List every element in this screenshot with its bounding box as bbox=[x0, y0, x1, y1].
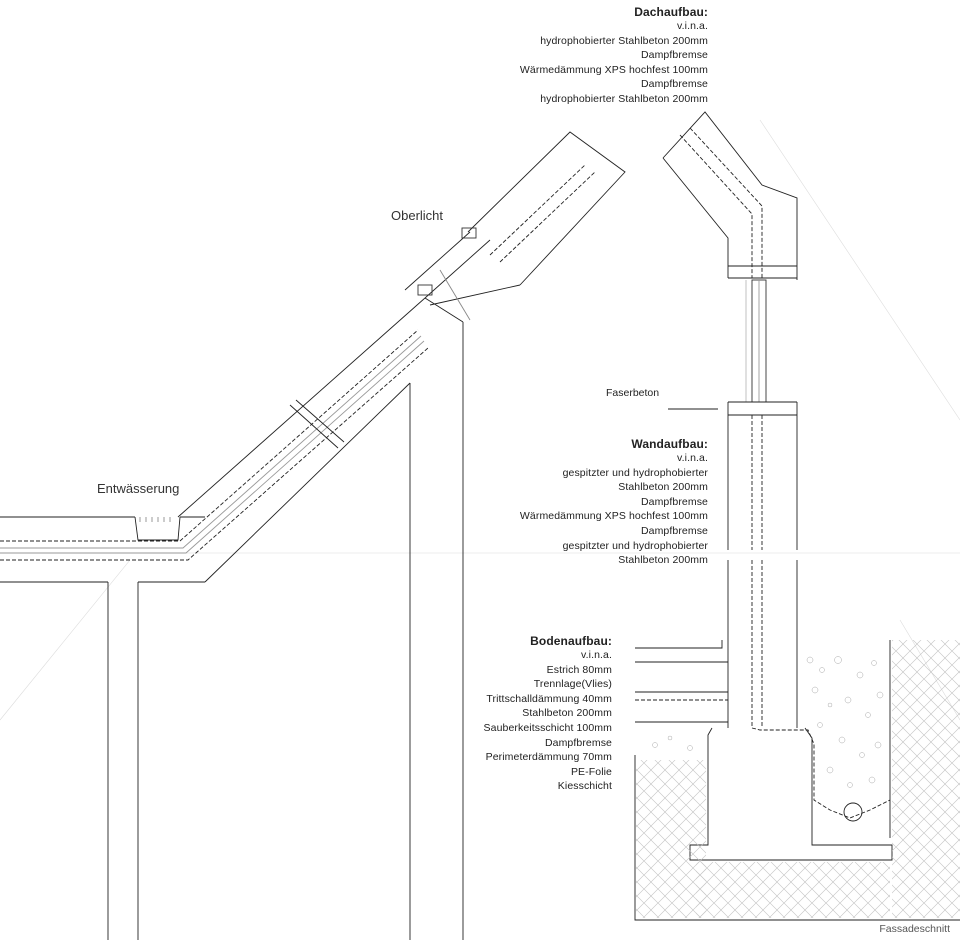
faserbeton-label: Faserbeton bbox=[606, 387, 660, 399]
bodenaufbau-title: Bodenaufbau: bbox=[530, 634, 612, 648]
wandaufbau-line: gespitzter und hydrophobierter bbox=[562, 539, 708, 552]
bodenaufbau-block: Bodenaufbau: v.i.n.a. Estrich 80mm Trenn… bbox=[484, 634, 612, 794]
bodenaufbau-line: PE-Folie bbox=[570, 765, 612, 778]
left-roof-section bbox=[0, 131, 626, 940]
dachaufbau-line: Dampfbremse bbox=[640, 49, 708, 62]
wandaufbau-line: Stahlbeton 200mm bbox=[618, 554, 708, 567]
bodenaufbau-line: Perimeterdämmung 70mm bbox=[485, 751, 612, 764]
dachaufbau-line: hydrophobierter Stahlbeton 200mm bbox=[540, 34, 708, 47]
wandaufbau-line: Dampfbremse bbox=[640, 524, 708, 537]
bodenaufbau-line: Dampfbremse bbox=[544, 736, 612, 749]
right-wall-section bbox=[634, 111, 960, 921]
dachaufbau-title: Dachaufbau: bbox=[634, 5, 708, 19]
dachaufbau-line: Dampfbremse bbox=[640, 78, 708, 91]
wandaufbau-line: Stahlbeton 200mm bbox=[618, 481, 708, 494]
dachaufbau-block: Dachaufbau: v.i.n.a. hydrophobierter Sta… bbox=[520, 5, 708, 107]
bodenaufbau-line: Estrich 80mm bbox=[546, 663, 612, 676]
gravel-fill bbox=[652, 656, 884, 788]
wandaufbau-line: v.i.n.a. bbox=[677, 452, 708, 464]
dachaufbau-line: hydrophobierter Stahlbeton 200mm bbox=[540, 92, 708, 105]
bodenaufbau-line: Sauberkeitsschicht 100mm bbox=[483, 721, 612, 734]
bodenaufbau-line: Kiesschicht bbox=[557, 780, 612, 793]
wandaufbau-block: Wandaufbau: v.i.n.a. gespitzter und hydr… bbox=[520, 437, 708, 568]
wandaufbau-line: Wärmedämmung XPS hochfest 100mm bbox=[519, 510, 708, 523]
caption-label: Fassadeschnitt bbox=[879, 923, 950, 935]
bodenaufbau-line: Stahlbeton 200mm bbox=[522, 707, 612, 720]
construction-lines bbox=[0, 119, 960, 721]
soil-hatch bbox=[636, 640, 960, 918]
bodenaufbau-line: Trennlage(Vlies) bbox=[533, 678, 612, 691]
wandaufbau-line: gespitzter und hydrophobierter bbox=[562, 466, 708, 479]
oberlicht-label: Oberlicht bbox=[391, 208, 444, 223]
entwaesserung-label: Entwässerung bbox=[97, 481, 180, 496]
bodenaufbau-line: Trittschalldämmung 40mm bbox=[486, 692, 612, 705]
dachaufbau-line: v.i.n.a. bbox=[677, 20, 708, 32]
bodenaufbau-line: v.i.n.a. bbox=[581, 649, 612, 661]
wandaufbau-title: Wandaufbau: bbox=[631, 437, 708, 451]
dachaufbau-line: Wärmedämmung XPS hochfest 100mm bbox=[519, 63, 708, 76]
wandaufbau-line: Dampfbremse bbox=[640, 495, 708, 508]
